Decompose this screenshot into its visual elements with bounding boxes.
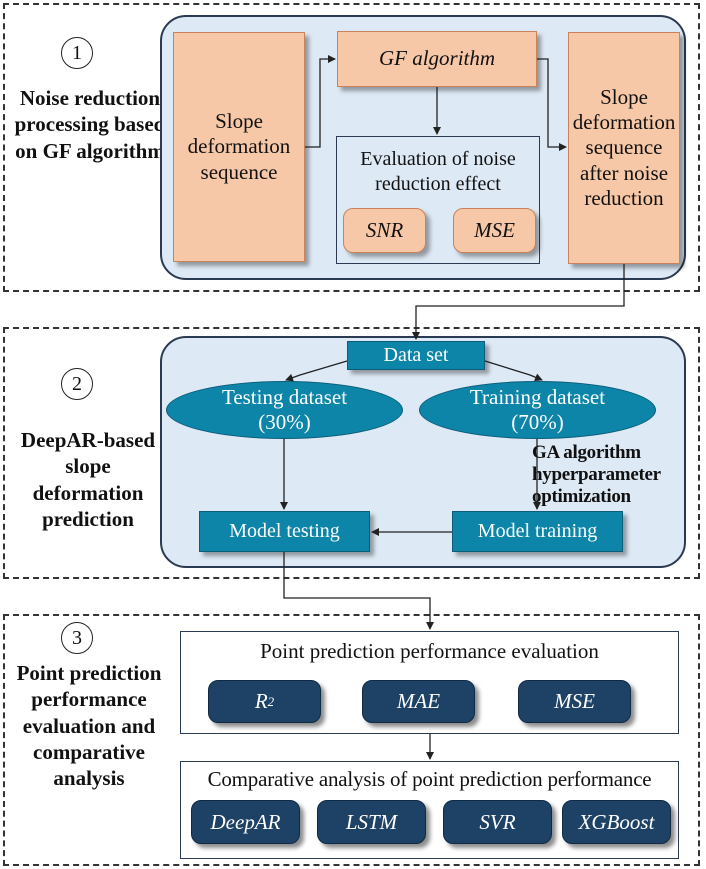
step-number-2: 2 [61,368,93,400]
model-deepar: DeepAR [191,800,300,844]
denoised-sequence-box: Slope deformation sequence after noise r… [568,32,680,264]
data-set-box: Data set [347,341,485,370]
section-deepar-prediction [3,327,700,579]
training-dataset-ellipse: Training dataset (70%) [419,381,656,439]
step-number-3: 3 [61,622,93,654]
arrow-gf-to-output [537,58,567,151]
section2-label: DeepAR-based slope deformation predictio… [20,428,156,531]
ga-optimization-label: GA algorithm hyperparameter optimization [532,442,661,507]
model-svr: SVR [443,800,552,844]
model-testing-box: Model testing [199,511,370,552]
metric-snr: SNR [343,208,426,253]
section3-label: Point prediction performance evaluation … [16,661,162,790]
evaluation-noise-reduction-box [336,136,540,264]
arrow-input-to-gf [305,55,336,148]
section-noise-reduction [3,3,700,292]
metric-mse-prediction: MSE [518,680,631,723]
metric-mse-noise: MSE [453,208,536,253]
arrow-dataset-to-training [484,360,543,381]
arrow-testing-to-evaluation [283,552,434,630]
model-xgboost: XGBoost [562,800,671,844]
model-lstm: LSTM [317,800,426,844]
testing-dataset-ellipse: Testing dataset (30%) [166,381,403,439]
comparative-analysis-title: Comparative analysis of point prediction… [207,767,652,791]
section-evaluation-comparison [3,614,700,866]
section1-label: Noise reduction processing based on GF a… [14,86,166,163]
slope-deformation-sequence-box: Slope deformation sequence [173,32,305,262]
arrow-output-to-dataset [412,264,625,340]
model-training-box: Model training [452,511,623,552]
evaluation-noise-reduction-title: Evaluation of noise reduction effect [360,148,516,195]
gf-algorithm-box: GF algorithm [337,31,537,87]
step-number-1: 1 [61,37,93,69]
metric-mae: MAE [362,680,475,723]
arrow-dataset-to-testing [285,360,348,382]
point-prediction-evaluation-title: Point prediction performance evaluation [260,639,599,663]
